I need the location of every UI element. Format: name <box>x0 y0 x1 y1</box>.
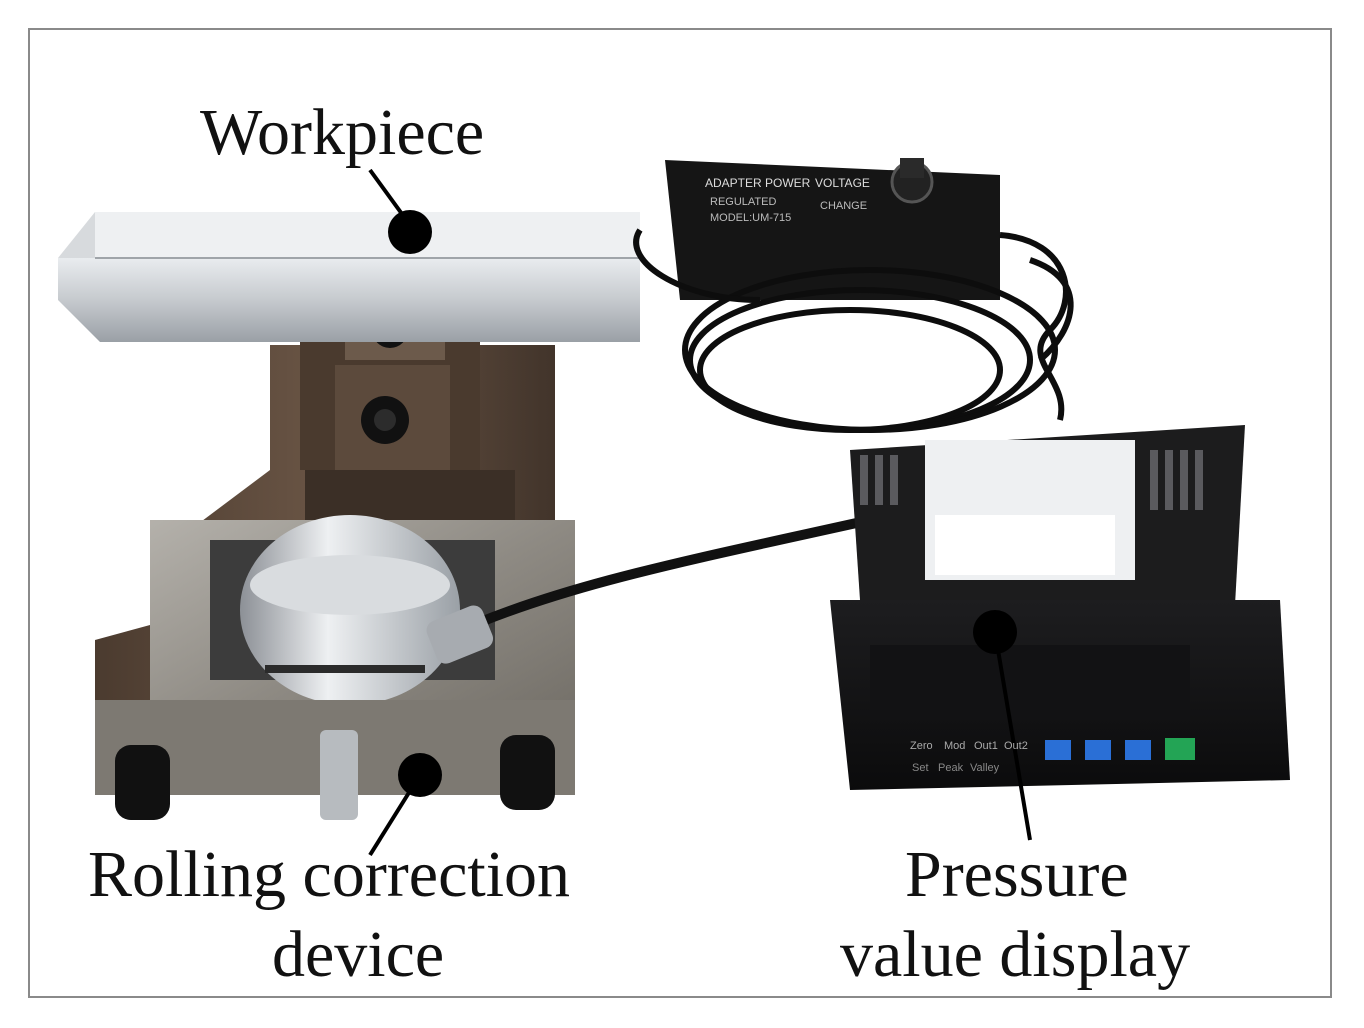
adapter-label-line4: MODEL:UM-715 <box>710 212 792 224</box>
display-sub-peak: Peak <box>938 762 964 774</box>
display-sub-valley: Valley <box>970 762 1000 774</box>
label-pressure-line2: value display <box>840 918 1191 991</box>
display-button-out1: Out1 <box>974 740 998 752</box>
bolt-icon <box>115 730 555 820</box>
adapter-label-line2: VOLTAGE <box>815 176 870 190</box>
connector-icon <box>426 605 494 664</box>
adapter-label-line5: CHANGE <box>820 200 868 212</box>
display-sub-set: Set <box>912 762 929 774</box>
label-rolling-correction-line2: device <box>272 918 445 991</box>
workpiece-bar <box>58 212 640 342</box>
sensor-cable <box>447 515 872 640</box>
callout-pressure-display <box>973 610 1032 841</box>
rolling-correction-device <box>95 300 575 820</box>
down-arrow-button <box>1125 740 1151 760</box>
callout-workpiece <box>368 168 432 254</box>
label-workpiece: Workpiece <box>200 96 485 169</box>
adapter-label-line3: REGULATED <box>710 196 777 208</box>
enter-button <box>1165 738 1195 760</box>
pressure-value-display <box>830 425 1290 790</box>
adapter-power-box <box>665 158 1000 300</box>
display-button-mod: Mod <box>944 740 966 752</box>
label-pressure-line1: Pressure <box>905 838 1129 911</box>
display-button-out2: Out2 <box>1004 740 1028 752</box>
up-arrow-button <box>1085 740 1111 760</box>
coiled-cable <box>633 228 1074 433</box>
display-button-zero: Zero <box>910 740 933 752</box>
callout-rolling-device <box>368 753 442 857</box>
adapter-label-line1: ADAPTER POWER <box>705 176 811 190</box>
left-arrow-button <box>1045 740 1071 760</box>
label-rolling-correction-line1: Rolling correction <box>88 838 571 911</box>
